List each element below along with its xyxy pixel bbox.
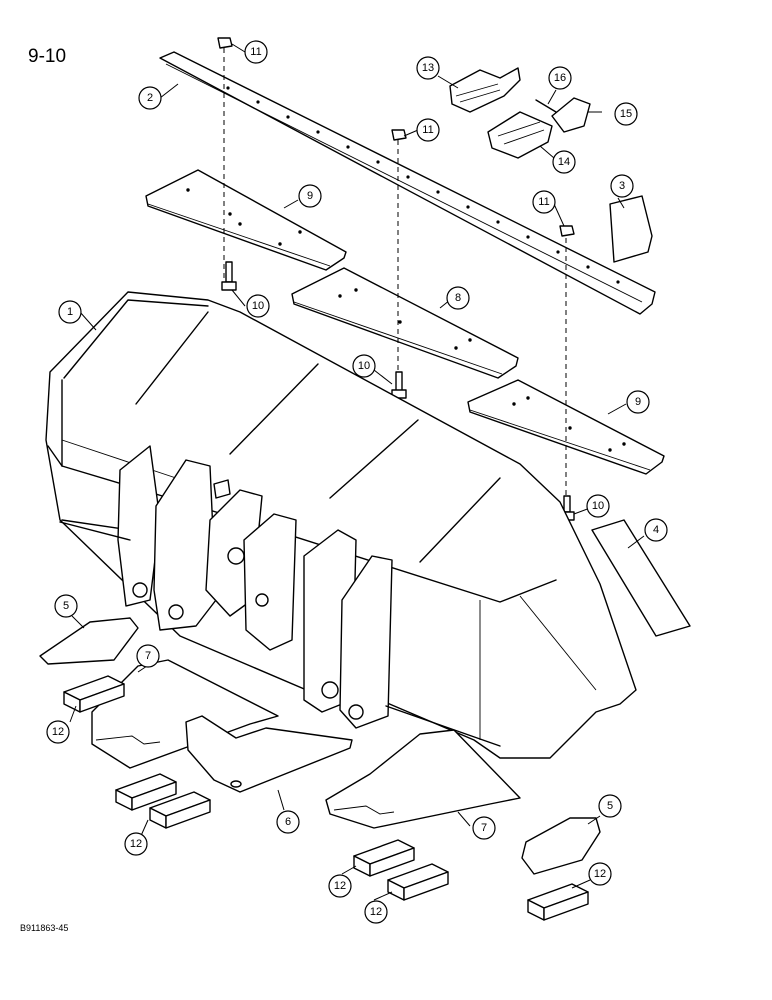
svg-text:4: 4 xyxy=(653,524,659,536)
callout-10-left: 10 xyxy=(246,294,270,318)
side-cutter-4 xyxy=(591,519,691,637)
figure-code: B911863-45 xyxy=(20,923,69,933)
callout-11-right: 11 xyxy=(532,190,556,214)
svg-text:12: 12 xyxy=(52,726,64,738)
wear-shoe-6 xyxy=(185,715,353,793)
svg-text:3: 3 xyxy=(619,180,625,192)
callout-7-right: 7 xyxy=(472,816,496,840)
svg-text:9: 9 xyxy=(307,190,313,202)
callout-5-right: 5 xyxy=(598,794,622,818)
wear-plate-3 xyxy=(609,195,653,263)
svg-text:7: 7 xyxy=(481,822,487,834)
callout-10-middle: 10 xyxy=(352,354,376,378)
callout-leaders xyxy=(69,43,645,901)
svg-text:5: 5 xyxy=(63,600,69,612)
svg-text:12: 12 xyxy=(370,906,382,918)
svg-text:2: 2 xyxy=(147,92,153,104)
nut-11-left xyxy=(217,37,233,49)
callout-2: 2 xyxy=(138,86,162,110)
svg-text:11: 11 xyxy=(538,196,549,208)
wear-button-12-b xyxy=(115,773,177,811)
callout-9-left: 9 xyxy=(298,184,322,208)
page-number: 9-10 xyxy=(28,46,67,67)
callout-9-right: 9 xyxy=(626,390,650,414)
svg-text:8: 8 xyxy=(455,292,461,304)
svg-text:6: 6 xyxy=(285,816,291,828)
svg-text:1: 1 xyxy=(67,306,73,318)
svg-text:15: 15 xyxy=(620,108,632,120)
wear-button-12-c xyxy=(149,791,211,829)
tooth-15 xyxy=(551,97,591,133)
svg-text:10: 10 xyxy=(592,500,604,512)
callout-12-c: 12 xyxy=(328,874,352,898)
callout-13: 13 xyxy=(416,56,440,80)
callout-12-a: 12 xyxy=(46,720,70,744)
nut-11-right xyxy=(559,225,575,237)
nut-11-middle xyxy=(391,129,407,141)
callout-11-left: 11 xyxy=(244,40,268,64)
svg-text:14: 14 xyxy=(558,156,570,168)
callout-7-left: 7 xyxy=(136,644,160,668)
svg-text:13: 13 xyxy=(422,62,434,74)
wear-pad-5-right xyxy=(521,817,601,875)
callout-12-b: 12 xyxy=(124,832,148,856)
tooth-adapter-14 xyxy=(487,111,553,159)
bucket-1 xyxy=(45,291,637,759)
svg-text:5: 5 xyxy=(607,800,613,812)
cutting-edge-segment-left xyxy=(145,169,347,271)
svg-text:12: 12 xyxy=(594,868,606,880)
wear-strip-7-right xyxy=(325,729,521,829)
callout-11-middle: 11 xyxy=(416,118,440,142)
callout-8: 8 xyxy=(446,286,470,310)
callout-10-right: 10 xyxy=(586,494,610,518)
callout-1: 1 xyxy=(58,300,82,324)
wear-button-12-a xyxy=(63,675,125,713)
bolt-10-middle xyxy=(391,371,407,399)
svg-text:9: 9 xyxy=(635,396,641,408)
bolt-10-left xyxy=(221,261,237,291)
wear-button-12-d xyxy=(353,839,415,877)
callout-3: 3 xyxy=(610,174,634,198)
callout-6: 6 xyxy=(276,810,300,834)
wear-button-12-e xyxy=(387,863,449,901)
svg-text:16: 16 xyxy=(554,72,566,84)
callout-12-d: 12 xyxy=(364,900,388,924)
callout-16: 16 xyxy=(548,66,572,90)
svg-text:11: 11 xyxy=(250,46,261,58)
callout-14: 14 xyxy=(552,150,576,174)
callout-15: 15 xyxy=(614,102,638,126)
tooth-adapter-13 xyxy=(449,67,521,113)
svg-text:7: 7 xyxy=(145,650,151,662)
wear-pad-5-left xyxy=(39,617,139,665)
cutting-edge-bar xyxy=(159,51,656,315)
svg-text:10: 10 xyxy=(358,360,370,372)
svg-text:12: 12 xyxy=(334,880,346,892)
callout-4: 4 xyxy=(644,518,668,542)
svg-text:11: 11 xyxy=(422,124,433,136)
pin-16 xyxy=(535,99,557,113)
svg-text:12: 12 xyxy=(130,838,142,850)
callout-12-e: 12 xyxy=(588,862,612,886)
wear-button-12-f xyxy=(527,883,589,921)
callout-5-left: 5 xyxy=(54,594,78,618)
svg-text:10: 10 xyxy=(252,300,264,312)
